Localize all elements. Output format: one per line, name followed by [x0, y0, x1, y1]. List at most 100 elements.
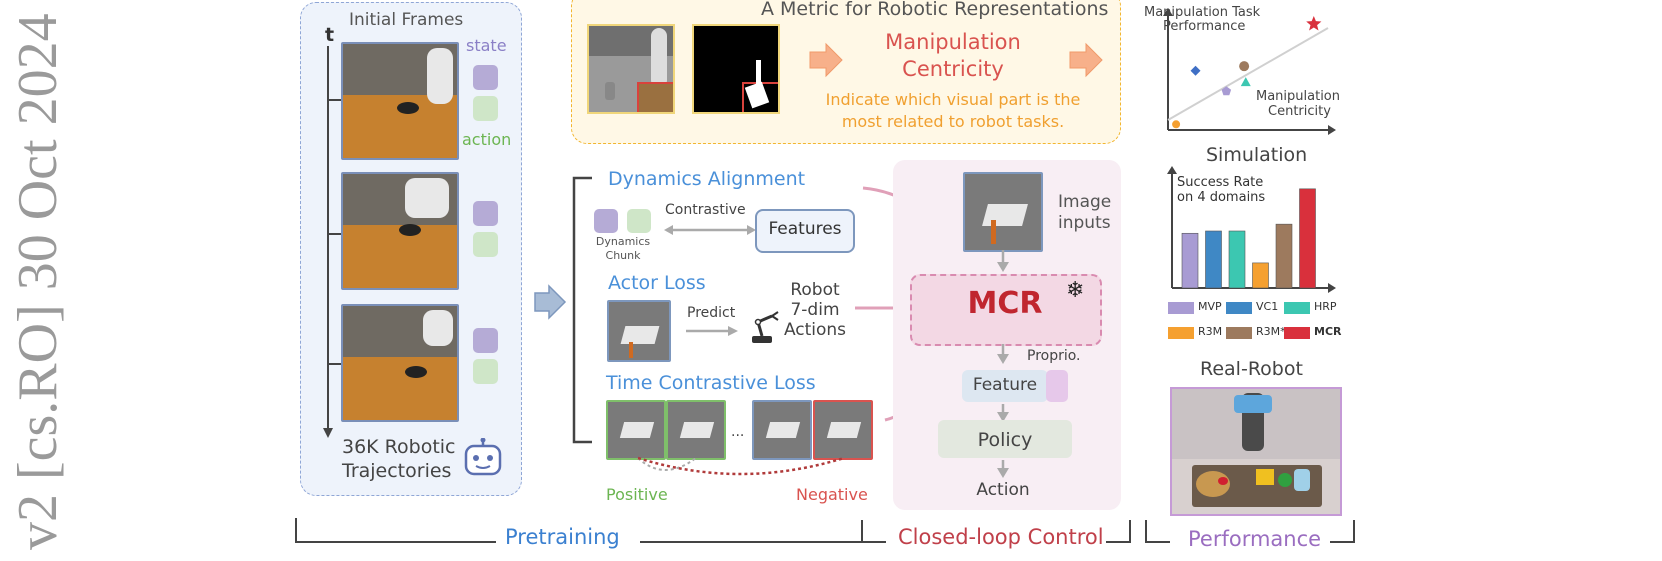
negative-label: Negative — [796, 485, 868, 504]
state-chip-1 — [473, 65, 498, 90]
initial-frame-1 — [341, 42, 459, 160]
metric-desc-2: most related to robot tasks. — [841, 112, 1065, 131]
scatter-point-3 — [1221, 86, 1232, 96]
bar-mvp — [1181, 232, 1199, 289]
legend-swatch-r3m — [1168, 327, 1194, 339]
feature-box — [962, 370, 1048, 402]
time-frame-4 — [813, 400, 873, 460]
metric-heading-1: Manipulation — [885, 30, 1021, 54]
input-down-arrow — [997, 250, 1009, 272]
time-frame-2 — [666, 400, 726, 460]
bar-vc1 — [1205, 230, 1222, 289]
legend-swatch-vc1 — [1226, 302, 1252, 314]
image-inputs-label-1: Image — [1058, 192, 1112, 212]
action-output-label: Action — [976, 480, 1030, 500]
simulation-title: Simulation — [1206, 144, 1308, 166]
trajectories-label-1: 36K Robotic — [342, 436, 456, 458]
initial-frames-title: Initial Frames — [349, 10, 464, 30]
metric-mask-image — [692, 24, 780, 114]
bar-chart — [1167, 166, 1336, 293]
metric-rgb-image — [587, 24, 675, 114]
image-input-frame — [963, 172, 1043, 252]
scatter-xlabel-1: Manipulation — [1256, 89, 1341, 104]
robot-actions-label-1: Robot — [790, 280, 840, 300]
feature-down-arrow — [997, 404, 1009, 422]
flow-arrow-icon — [534, 284, 567, 320]
section-brackets — [295, 518, 1355, 543]
trajectories-label-2: Trajectories — [342, 460, 452, 482]
proprio-chip — [1046, 370, 1068, 402]
scatter-xlabel-2: Centricity — [1268, 104, 1331, 119]
contrastive-double-arrow — [664, 225, 756, 235]
policy-down-arrow — [997, 460, 1009, 478]
legend-swatch-hrp — [1284, 302, 1310, 314]
legend-label-mvp: MVP — [1198, 300, 1222, 313]
time-ellipsis: ... — [731, 424, 745, 440]
real-robot-title: Real-Robot — [1200, 358, 1303, 380]
performance-section-label: Performance — [1188, 527, 1322, 551]
scatter-ylabel-1: Manipulation Task — [1144, 5, 1261, 20]
closed-loop-section-label: Closed-loop Control — [898, 525, 1104, 549]
metric-desc-1: Indicate which visual part is the — [825, 90, 1081, 109]
feature-label: Feature — [972, 375, 1038, 395]
actor-loss-frame — [607, 300, 671, 362]
contrast-pair-arcs — [637, 456, 845, 476]
snowflake-icon: ❄ — [1066, 278, 1085, 303]
scatter-ylabel-2: Performance — [1163, 19, 1246, 34]
bar-r3m-star — [1275, 223, 1293, 289]
scatter-plot — [1163, 8, 1336, 135]
legend-label-vc1: VC1 — [1256, 300, 1279, 313]
arxiv-stamp: v2 [cs.RO] 30 Oct 2024 — [7, 13, 69, 550]
contrastive-label: Contrastive — [665, 202, 746, 218]
pretraining-section-label: Pretraining — [505, 525, 620, 549]
scatter-point-4 — [1240, 77, 1251, 87]
time-contrastive-title: Time Contrastive Loss — [606, 372, 816, 394]
robot-actions-label-2: 7-dim — [790, 300, 840, 320]
state-chip-3 — [473, 328, 498, 353]
dynamics-chunk-label-2: Chunk — [605, 249, 641, 262]
time-axis-label: t — [325, 24, 335, 46]
dynamics-alignment-title: Dynamics Alignment — [608, 168, 806, 190]
dynamics-chunk-action — [627, 209, 651, 233]
policy-box — [938, 420, 1072, 458]
robot-face-icon — [464, 438, 502, 476]
bar-mcr — [1299, 188, 1316, 289]
pretrain-bracket — [572, 176, 592, 444]
action-chip-2 — [473, 232, 498, 257]
bar-hrp — [1228, 230, 1246, 289]
time-frame-1 — [606, 400, 666, 460]
bar-r3m — [1252, 262, 1269, 289]
metric-heading-2: Centricity — [902, 57, 1004, 81]
time-frame-3 — [752, 400, 812, 460]
features-label: Features — [768, 219, 842, 239]
actor-loss-title: Actor Loss — [608, 272, 706, 294]
state-label: state — [466, 36, 507, 55]
predict-arrow — [686, 326, 738, 336]
bar-ylabel-2: on 4 domains — [1177, 190, 1266, 205]
predict-label: Predict — [687, 305, 736, 321]
action-chip-3 — [473, 359, 498, 384]
proprio-label: Proprio. — [1027, 348, 1081, 364]
metric-arrow-1-icon — [809, 42, 843, 78]
bar-ylabel-1: Success Rate — [1177, 175, 1264, 190]
action-chip-1 — [473, 96, 498, 121]
scatter-point-5 — [1239, 61, 1250, 72]
metric-title: A Metric for Robotic Representations — [761, 0, 1109, 20]
dynamics-chunk-label-1: Dynamics — [595, 235, 651, 248]
scatter-point-6 — [1306, 16, 1322, 31]
scatter-point-1 — [1172, 120, 1181, 129]
legend-label-hrp: HRP — [1314, 300, 1337, 313]
metric-arrow-2-icon — [1069, 42, 1103, 78]
action-label: action — [462, 130, 512, 149]
image-inputs-label-2: inputs — [1058, 213, 1111, 233]
robot-actions-label-3: Actions — [783, 320, 847, 340]
robot-arm-icon — [752, 311, 779, 343]
legend-swatch-mvp — [1168, 302, 1194, 314]
mcr-down-arrow — [997, 344, 1009, 364]
time-axis — [323, 46, 342, 438]
positive-label: Positive — [606, 485, 668, 504]
features-box — [755, 209, 855, 253]
legend-label-mcr: MCR — [1314, 325, 1342, 338]
legend-swatch-mcr — [1284, 327, 1310, 339]
initial-frame-2 — [341, 172, 459, 290]
